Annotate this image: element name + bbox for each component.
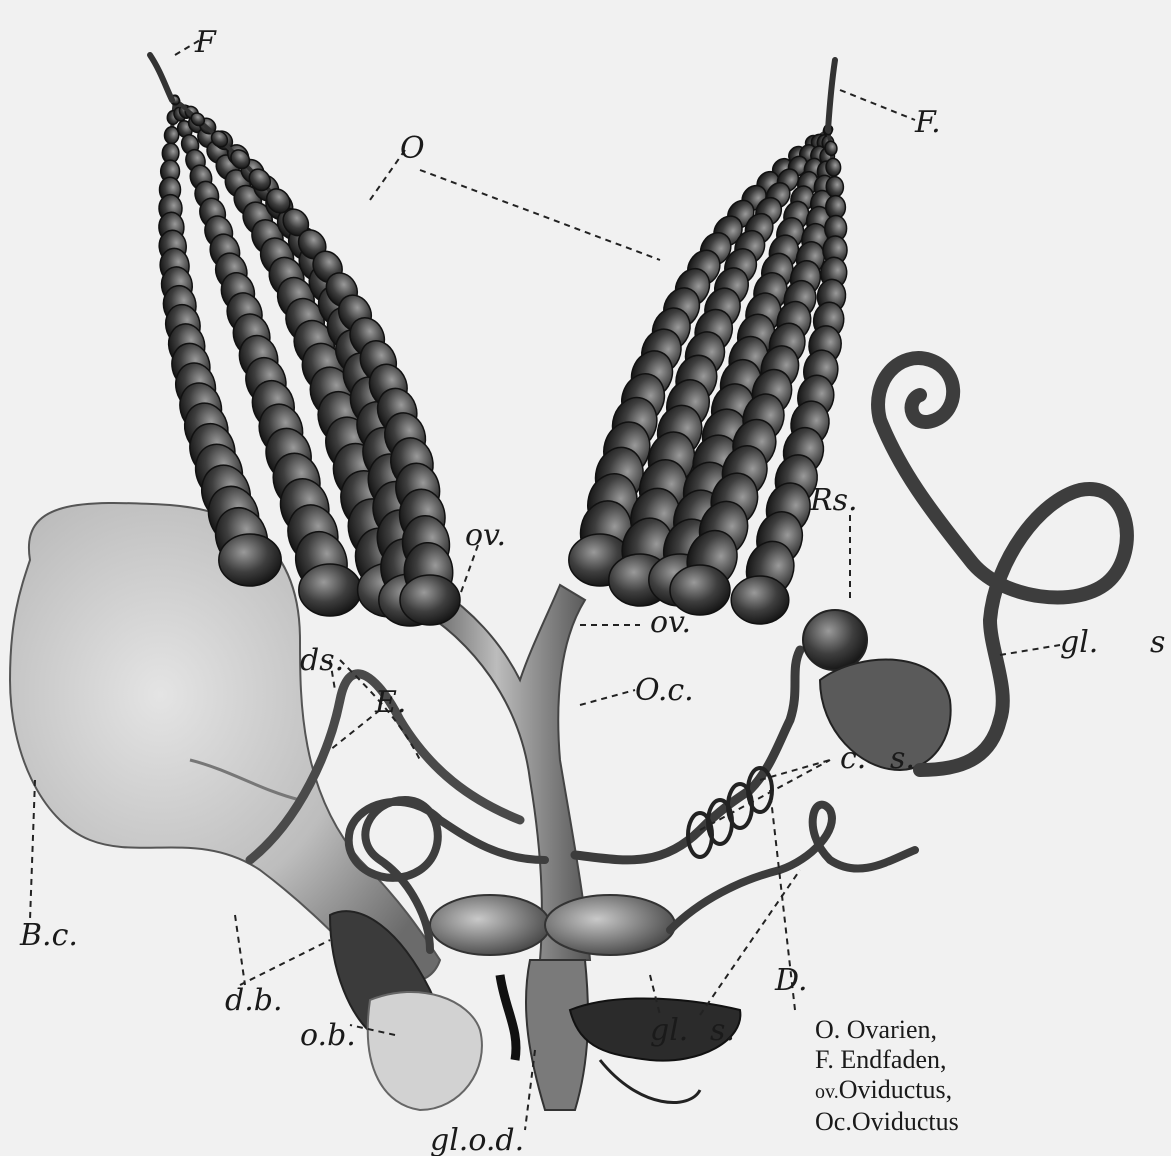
- label-ob: o.b.: [300, 1018, 356, 1053]
- egg-bead: [219, 534, 281, 586]
- accessory-gland-right: [545, 895, 675, 955]
- label-ds: ds.: [300, 643, 344, 678]
- legend-abbr: Oc.: [815, 1107, 852, 1136]
- label-Oc: O.c.: [635, 673, 694, 708]
- label-Bc: B.c.: [19, 918, 78, 953]
- egg-bead: [299, 564, 361, 616]
- legend-text: Oviductus,: [839, 1075, 952, 1104]
- endfaden-left: [150, 55, 172, 100]
- label-E: E.: [374, 685, 406, 720]
- receptaculum-seminis: [803, 610, 867, 670]
- label-Rs: Rs.: [809, 483, 858, 518]
- label-glod: gl.o.d.: [430, 1123, 524, 1156]
- egg-bead: [826, 176, 844, 198]
- label-F-right: F.: [914, 105, 941, 140]
- label-s-bottom: s.: [710, 1013, 735, 1048]
- legend-text: Endfaden,: [840, 1045, 946, 1074]
- legend-row: Oc.Oviductus: [815, 1107, 959, 1137]
- legend: O. Ovarien, F. Endfaden, ov.Oviductus, O…: [815, 1015, 959, 1137]
- label-F-left: F: [194, 25, 217, 60]
- label-s-mid: s.: [890, 741, 915, 776]
- accessory-gland-left: [430, 895, 550, 955]
- label-c: c.: [840, 741, 866, 776]
- legend-abbr: ov.: [815, 1081, 839, 1103]
- label-D: D.: [774, 963, 808, 998]
- egg-bead: [731, 576, 789, 624]
- label-gl-s-top: gl.: [1060, 625, 1098, 660]
- legend-text: Oviductus: [852, 1107, 959, 1136]
- label-db: d.b.: [225, 983, 282, 1018]
- legend-row: F. Endfaden,: [815, 1045, 959, 1075]
- label-ov-right: ov.: [650, 605, 691, 640]
- os-bursae: [368, 992, 482, 1110]
- legend-row: O. Ovarien,: [815, 1015, 959, 1045]
- label-ov-left: ov.: [465, 518, 506, 553]
- legend-text: Ovarien,: [847, 1015, 937, 1044]
- legend-abbr: O.: [815, 1015, 840, 1044]
- legend-row: ov.Oviductus,: [815, 1075, 959, 1107]
- egg-bead: [400, 575, 460, 625]
- label-O: O: [400, 131, 425, 166]
- legend-abbr: F.: [815, 1045, 834, 1074]
- label-gl-s-bottom: gl.: [650, 1013, 688, 1048]
- endfaden-right: [828, 60, 835, 130]
- genital-base: [526, 960, 588, 1110]
- label-s-top: s: [1150, 625, 1165, 660]
